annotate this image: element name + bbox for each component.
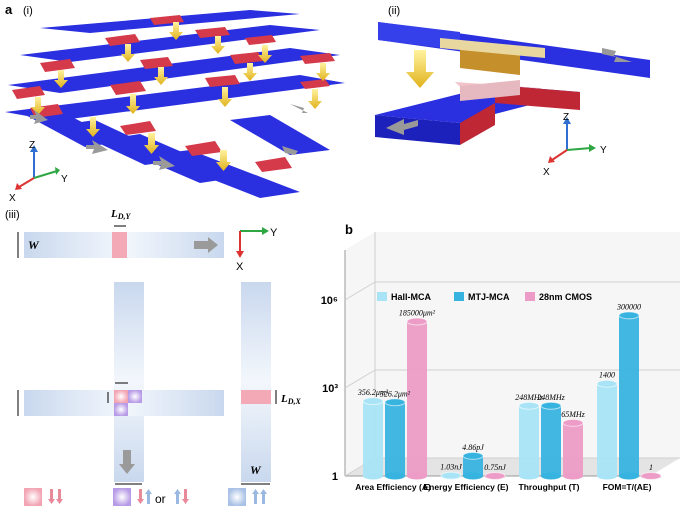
bar-hall-mca — [596, 379, 618, 480]
bar-28nm-cmos — [640, 472, 662, 480]
value-label: 326.2μm² — [379, 389, 411, 398]
category-label: Area Efficiency (A) — [355, 482, 431, 492]
panel-a-ii-illustration — [375, 22, 650, 145]
value-label: 185000μm² — [399, 308, 436, 317]
panel-iii-diagram — [17, 225, 277, 506]
panel-a-ii-label: (ii) — [388, 5, 400, 17]
w-label-top: W — [28, 238, 40, 252]
value-label: 300000 — [616, 302, 641, 311]
legend-swatch — [377, 292, 387, 301]
state-parallel-down — [24, 488, 42, 506]
bar-28nm-cmos — [406, 317, 428, 480]
y-tick-label: 10³ — [322, 383, 338, 395]
legend-swatch — [454, 292, 464, 301]
legend-or-text: or — [155, 492, 166, 506]
axis-x-label-iii: X — [236, 261, 244, 273]
panel-iii-label: (iii) — [5, 209, 20, 221]
axes-triad-i — [15, 145, 60, 190]
grey-arrow-right — [194, 237, 218, 253]
axis-z-label: Z — [29, 140, 35, 151]
bar-28nm-cmos — [484, 472, 506, 480]
bar-hall-mca — [518, 401, 540, 480]
category-label: FOM=T/(AE) — [603, 482, 652, 492]
legend-label: Hall-MCA — [391, 292, 431, 302]
panel-a-i-label: (i) — [23, 5, 33, 17]
vertical-strip — [114, 282, 144, 482]
category-label: Energy Efficiency (E) — [423, 482, 508, 492]
ldy-label: LD,Y — [110, 208, 132, 221]
spin-arrows-gold — [31, 22, 330, 171]
bar-28nm-cmos — [562, 418, 584, 480]
axis-x-label-ii: X — [543, 167, 550, 178]
spin-arrows-grey — [30, 104, 308, 170]
gridline-diag — [344, 281, 376, 301]
state-parallel-up — [228, 488, 246, 506]
value-label: 1.03nJ — [440, 463, 462, 472]
panel-b-label: b — [345, 222, 353, 237]
category-label: Throughput (T) — [519, 482, 580, 492]
domain-wall-regions — [12, 15, 335, 172]
legend-label: MTJ-MCA — [468, 292, 510, 302]
y-tick-label: 10⁶ — [321, 295, 338, 307]
value-label: 1400 — [599, 371, 615, 380]
panel-a-label: a — [5, 2, 13, 17]
value-label: 248MHz — [537, 393, 565, 402]
bar-mtj-mca — [618, 311, 640, 480]
value-label: 65MHz — [561, 410, 585, 419]
axis-y-label: Y — [61, 174, 68, 185]
y-tick-label: 1 — [332, 471, 338, 483]
axis-z-label-ii: Z — [563, 112, 569, 123]
bar-mtj-mca — [540, 401, 562, 480]
state-antiparallel — [113, 488, 131, 506]
domain-ldx — [241, 390, 271, 404]
right-vertical-strip — [241, 282, 271, 482]
w-label-bottom: W — [250, 463, 262, 477]
gridline-diag — [344, 369, 376, 389]
bar-mtj-mca — [384, 398, 406, 480]
value-label: 0.75nJ — [484, 463, 506, 472]
axis-y-label-ii: Y — [600, 145, 607, 156]
legend-label: 28nm CMOS — [539, 292, 592, 302]
value-label: 356.2μm² — [357, 388, 389, 397]
value-label: 4.86pJ — [462, 443, 484, 452]
axis-x-label: X — [9, 193, 16, 204]
bar-hall-mca — [440, 471, 462, 480]
grey-arrow-down — [119, 450, 135, 474]
legend-swatch — [525, 292, 535, 301]
panel-a-i-illustration — [5, 10, 345, 198]
ldx-label: LD,X — [280, 393, 302, 406]
bar-hall-mca — [362, 397, 384, 480]
bar-mtj-mca — [462, 451, 484, 480]
value-label: 248MHz — [515, 393, 543, 402]
domain-ldy — [112, 232, 127, 258]
value-label: 1 — [649, 463, 653, 472]
axis-y-label-iii: Y — [270, 227, 278, 239]
axes-triad-ii — [548, 117, 596, 163]
